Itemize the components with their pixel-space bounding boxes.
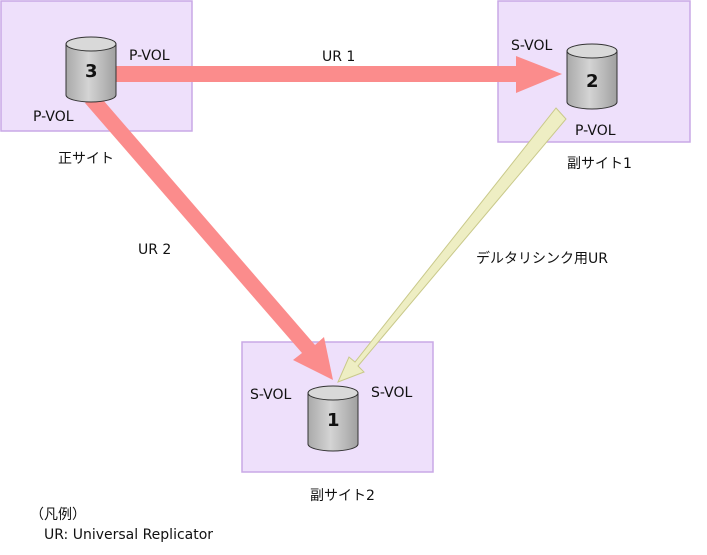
disk-1-number: 1	[327, 410, 340, 431]
delta-resync-arrow	[337, 107, 567, 383]
legend-entry: UR: Universal Replicator	[44, 527, 214, 543]
legend-title: （凡例）	[30, 507, 86, 523]
secondary1-pvol-label: P-VOL	[575, 123, 616, 139]
ur2-arrow	[85, 93, 333, 380]
primary-pvol-label-bottom: P-VOL	[33, 109, 74, 125]
secondary1-svol-label: S-VOL	[511, 38, 553, 54]
primary-pvol-label-top: P-VOL	[129, 48, 170, 64]
disk-2-number: 2	[586, 71, 599, 92]
disk-3-icon	[65, 36, 117, 103]
disk-1-icon	[307, 385, 359, 452]
secondary1-site-label: 副サイト1	[567, 156, 632, 172]
ur1-label: UR 1	[322, 49, 356, 65]
delta-resync-label: デルタリシンク用UR	[476, 251, 608, 267]
disk-2-icon	[566, 43, 618, 110]
secondary2-svol-label-right: S-VOL	[371, 385, 413, 401]
disk-3-number: 3	[85, 61, 98, 82]
primary-site-label: 正サイト	[58, 151, 114, 167]
secondary2-site-label: 副サイト2	[310, 488, 375, 504]
ur2-label: UR 2	[138, 242, 172, 258]
secondary2-svol-label-left: S-VOL	[250, 387, 292, 403]
ur1-arrow	[116, 56, 562, 93]
